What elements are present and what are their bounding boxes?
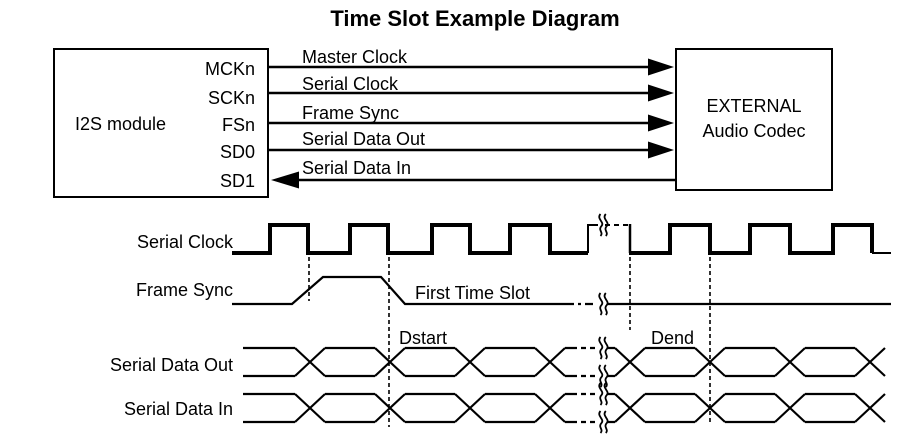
port-label-sd0: SD0 xyxy=(219,142,255,162)
wave-row-label-serial-data-out: Serial Data Out xyxy=(109,355,233,375)
break-icon xyxy=(598,410,609,434)
wave-row-label-serial-clock: Serial Clock xyxy=(136,232,233,252)
port-label-mckn: MCKn xyxy=(204,59,255,79)
serial-data-in-waveform xyxy=(243,392,886,424)
frame-sync-waveform xyxy=(232,275,891,306)
i2s-module-label: I2S module xyxy=(75,114,167,134)
arrowheads xyxy=(271,58,674,189)
i2s-module-box xyxy=(53,48,269,198)
arrowhead-right-icon xyxy=(648,114,674,132)
annotation-first-time-slot: First Time Slot xyxy=(415,283,531,303)
port-label-sckn: SCKn xyxy=(207,88,255,108)
wave-row-label-serial-data-in: Serial Data In xyxy=(123,399,233,419)
codec-label-line1: EXTERNAL xyxy=(706,96,802,116)
break-icon xyxy=(598,336,609,360)
page-title: Time Slot Example Diagram xyxy=(330,6,620,31)
signal-label-serial-clock: Serial Clock xyxy=(302,74,399,94)
arrowhead-right-icon xyxy=(648,58,674,76)
arrowhead-right-icon xyxy=(648,141,674,159)
arrowhead-left-icon xyxy=(271,171,299,189)
signal-label-serial-data-out: Serial Data Out xyxy=(302,129,426,149)
serial-clock-waveform xyxy=(232,223,891,255)
codec-label-line2: Audio Codec xyxy=(702,121,806,141)
arrowhead-right-icon xyxy=(648,84,674,102)
annotation-dstart: Dstart xyxy=(399,328,448,348)
waveform-breaks xyxy=(598,213,609,434)
port-label-fsn: FSn xyxy=(221,115,255,135)
dashed-timing-lines xyxy=(308,257,711,427)
wave-row-label-frame-sync: Frame Sync xyxy=(135,280,233,300)
signal-label-frame-sync: Frame Sync xyxy=(302,103,400,123)
annotation-dend: Dend xyxy=(651,328,695,348)
serial-data-out-waveform xyxy=(243,346,886,378)
signal-label-master-clock: Master Clock xyxy=(302,47,408,67)
signal-label-serial-data-in: Serial Data In xyxy=(302,158,412,178)
connection-arrows xyxy=(269,65,675,182)
external-codec-box xyxy=(675,48,833,191)
break-icon xyxy=(598,292,609,316)
port-label-sd1: SD1 xyxy=(219,171,255,191)
